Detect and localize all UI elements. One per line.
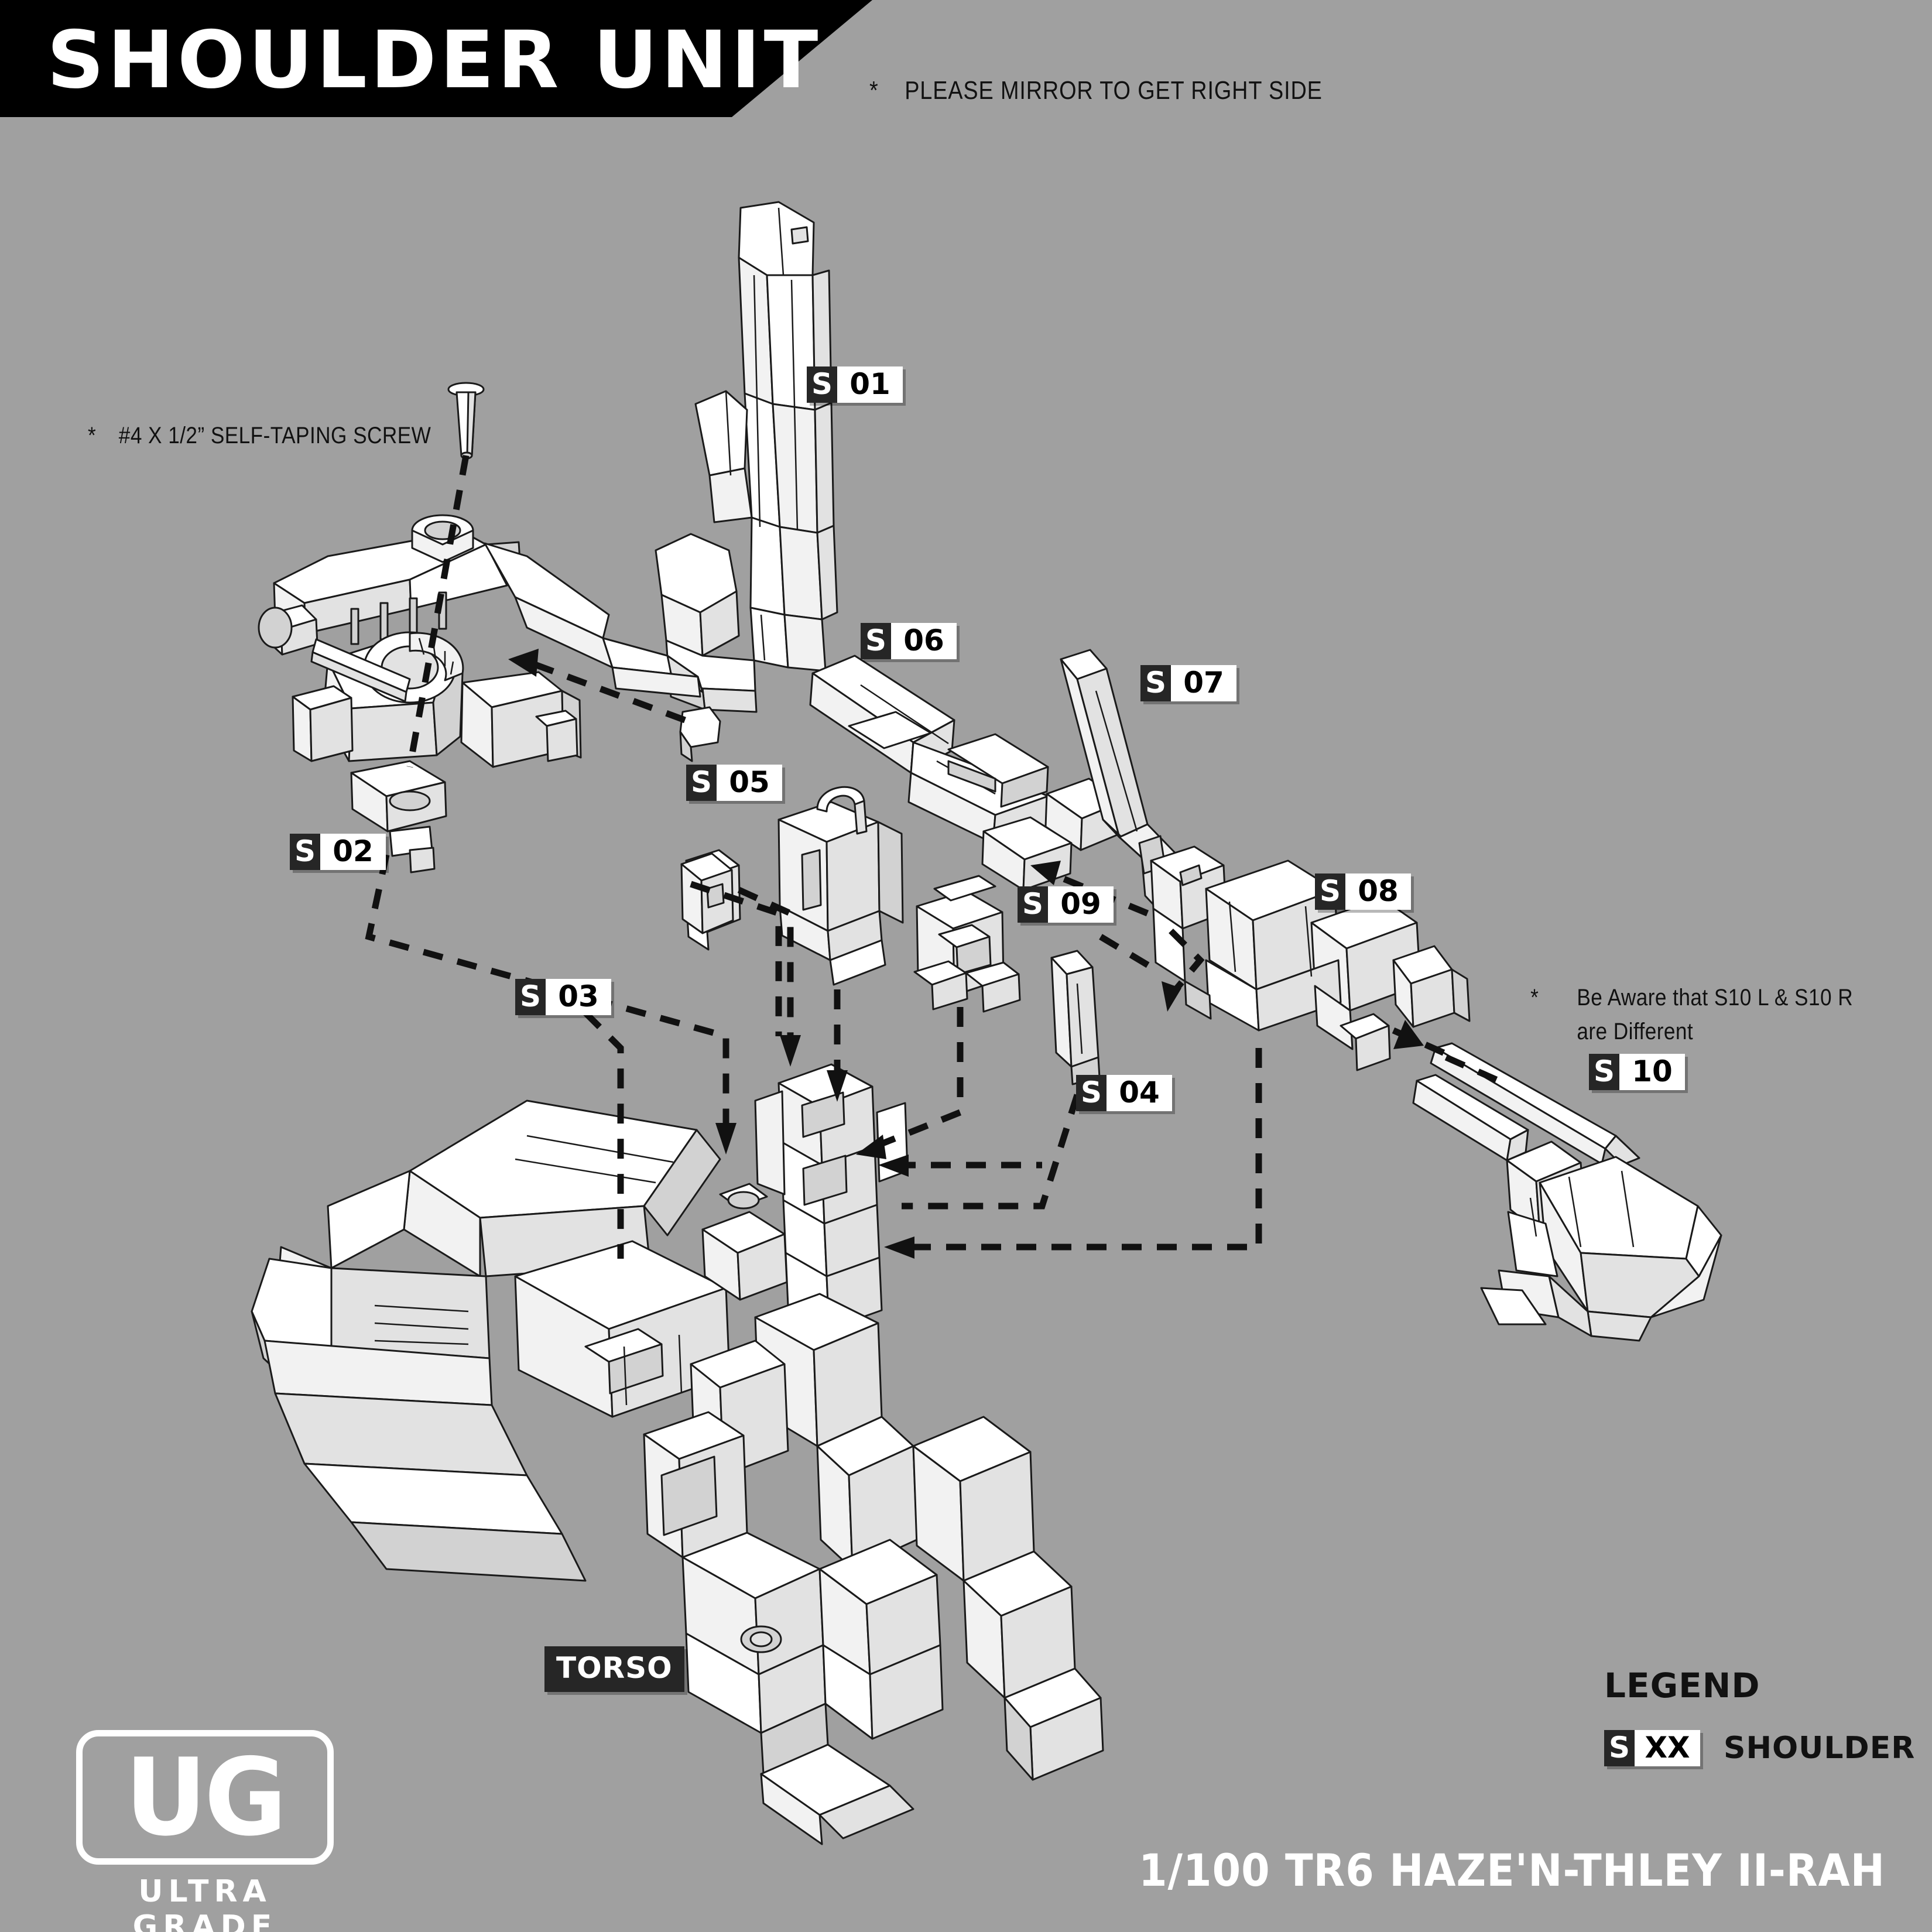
s10-warning-text: Be Aware that S10 L & S10 R are Differen… <box>1577 985 1854 1044</box>
logo-letters: UG <box>125 1735 287 1859</box>
legend-label: SHOULDER <box>1724 1731 1916 1766</box>
part-tag-number: 10 <box>1619 1054 1685 1090</box>
part-s09b-shape <box>913 875 1021 1013</box>
part-s03-shape <box>680 852 734 934</box>
asterisk-icon: * <box>88 423 97 448</box>
part-tag-s03[interactable]: S 03 <box>515 979 611 1015</box>
part-tag-number: 04 <box>1107 1075 1172 1111</box>
part-tag-prefix: S <box>515 979 546 1015</box>
part-s08-shape <box>1150 845 1471 1071</box>
asterisk-icon: * <box>869 76 879 105</box>
part-tag-s01[interactable]: S 01 <box>807 366 903 403</box>
header-banner <box>0 0 872 117</box>
part-tag-number: 05 <box>717 765 782 801</box>
screw-note: * #4 X 1/2” SELF-TAPING SCREW <box>88 419 431 453</box>
part-tag-s04[interactable]: S 04 <box>1076 1075 1172 1111</box>
part-s04-shape <box>1050 950 1101 1085</box>
part-tag-s10[interactable]: S 10 <box>1589 1054 1685 1090</box>
logo-frame: UG <box>76 1730 334 1865</box>
page-title: SHOULDER UNIT <box>47 14 822 106</box>
part-tag-number: 09 <box>1048 886 1114 923</box>
part-tag-number: 01 <box>837 366 903 403</box>
part-tag-prefix: S <box>290 834 320 870</box>
part-tag-s07[interactable]: S 07 <box>1140 665 1236 701</box>
part-tag-prefix: S <box>861 623 891 659</box>
legend-row: S XX SHOULDER <box>1604 1730 1915 1766</box>
part-tag-prefix: S <box>1076 1075 1107 1111</box>
mirror-note: * PLEASE MIRROR TO GET RIGHT SIDE <box>869 76 1323 105</box>
assembly-guide-lines <box>365 455 1501 1259</box>
part-tag-prefix: S <box>807 366 837 403</box>
part-tag-s09[interactable]: S 09 <box>1018 886 1114 923</box>
part-tag-number: 06 <box>891 623 957 659</box>
part-tag-number: 02 <box>320 834 386 870</box>
part-s02-shape <box>258 514 704 873</box>
part-tag-number: 08 <box>1345 873 1411 910</box>
part-tag-prefix: S <box>1589 1054 1619 1090</box>
torso-shape <box>251 1063 1104 1845</box>
torso-tag[interactable]: TORSO <box>544 1646 684 1692</box>
model-name: 1/100 TR6 HAZE'N-THLEY II-RAH <box>1138 1844 1885 1896</box>
part-s01-shape <box>655 201 838 762</box>
part-tag-number: 07 <box>1171 665 1236 701</box>
legend-tag-number: XX <box>1635 1730 1700 1766</box>
part-tag-s05[interactable]: S 05 <box>686 765 782 801</box>
legend-title: LEGEND <box>1604 1666 1760 1705</box>
ultra-grade-logo: UG ULTRA GRADE <box>76 1730 345 1932</box>
s10-warning-note: * Be Aware that S10 L & S10 R are Differe… <box>1530 981 1869 1049</box>
legend-tag-prefix: S <box>1604 1730 1635 1766</box>
legend-part-tag: S XX <box>1604 1730 1700 1766</box>
asterisk-icon: * <box>1530 985 1539 1010</box>
logo-subtitle: ULTRA GRADE <box>132 1874 278 1932</box>
part-tag-s06[interactable]: S 06 <box>861 623 957 659</box>
part-tag-prefix: S <box>686 765 717 801</box>
screw-shape <box>447 382 485 460</box>
part-tag-s08[interactable]: S 08 <box>1315 873 1411 910</box>
part-tag-s02[interactable]: S 02 <box>290 834 386 870</box>
screw-note-text: #4 X 1/2” SELF-TAPING SCREW <box>118 423 431 448</box>
part-tag-prefix: S <box>1018 886 1048 923</box>
mirror-note-text: PLEASE MIRROR TO GET RIGHT SIDE <box>905 76 1323 105</box>
part-s10-shape <box>1412 1042 1722 1342</box>
part-s05-shape <box>777 786 904 986</box>
part-tag-prefix: S <box>1140 665 1171 701</box>
part-tag-number: 03 <box>546 979 611 1015</box>
part-tag-prefix: S <box>1315 873 1345 910</box>
